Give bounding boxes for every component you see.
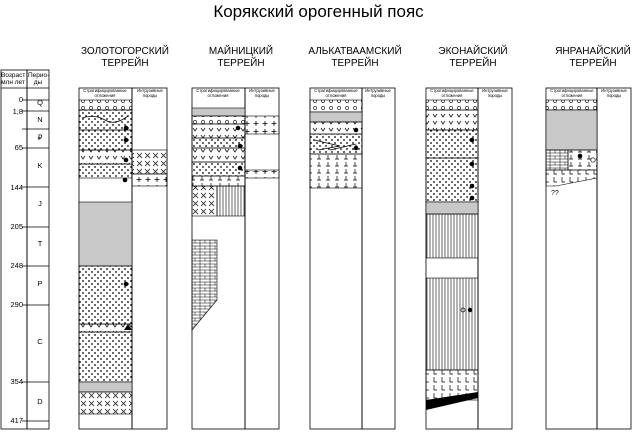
period-label: K <box>37 161 43 170</box>
age-label: 0 <box>18 95 23 104</box>
column-yanranaysky <box>545 99 598 187</box>
age-label: 290 <box>10 300 23 309</box>
age-label: 1,8 <box>12 107 23 116</box>
age-axis-header: Возраст млн лет <box>1 72 26 86</box>
age-label: 144 <box>10 183 23 192</box>
column-mainitsky <box>191 107 280 331</box>
period-label: D <box>37 397 43 406</box>
terrane-title-zolotogorsky: Золотогорский террейн <box>81 46 169 69</box>
strat-header: Стратифицированные отложения <box>430 89 474 98</box>
period-label: J <box>38 199 42 208</box>
strat-header: Стратифицированные отложения <box>550 89 594 98</box>
strat-header: Стратифицированные отложения <box>314 89 358 98</box>
intrusive-header: Интрузивные породы <box>482 89 508 98</box>
age-label: 417 <box>10 416 23 425</box>
column-alkatvaamsky <box>309 99 363 189</box>
age-label: 65 <box>14 143 23 152</box>
terrane-title-alkatvaamsky: Алькатваамский террейн <box>308 46 402 69</box>
period-label: Q <box>37 98 43 107</box>
column-ekonaysky <box>425 99 479 410</box>
terrane-title-mainitsky: Майницкий террейн <box>208 46 274 69</box>
intrusive-header: Интрузивные породы <box>137 89 163 98</box>
question-marks-annotation: ?? <box>551 190 559 197</box>
period-axis-header: Перио-ды <box>28 72 50 86</box>
intrusive-header: Интрузивные породы <box>601 89 627 98</box>
age-label: 205 <box>10 222 23 231</box>
intrusive-header: Интрузивные породы <box>249 89 275 98</box>
column-zolotogorsky <box>78 99 168 415</box>
period-label: ₽ <box>37 133 43 142</box>
period-label: T <box>37 239 43 248</box>
age-label: 248 <box>10 261 23 270</box>
age-label: 354 <box>10 377 23 386</box>
time-axis <box>0 69 50 430</box>
terrane-title-ekonaysky: Эконайский террейн <box>438 46 508 69</box>
period-label: N <box>37 115 43 124</box>
period-label: C <box>37 337 43 346</box>
strat-header: Стратифицированные отложения <box>83 89 127 98</box>
terrane-title-yanranaysky: Янранайский террейн <box>555 46 631 69</box>
intrusive-header: Интрузивные породы <box>365 89 391 98</box>
period-label: P <box>37 279 43 288</box>
strat-header: Стратифицированные отложения <box>196 89 240 98</box>
diagram-title: Корякский орогенный пояс <box>213 2 424 21</box>
